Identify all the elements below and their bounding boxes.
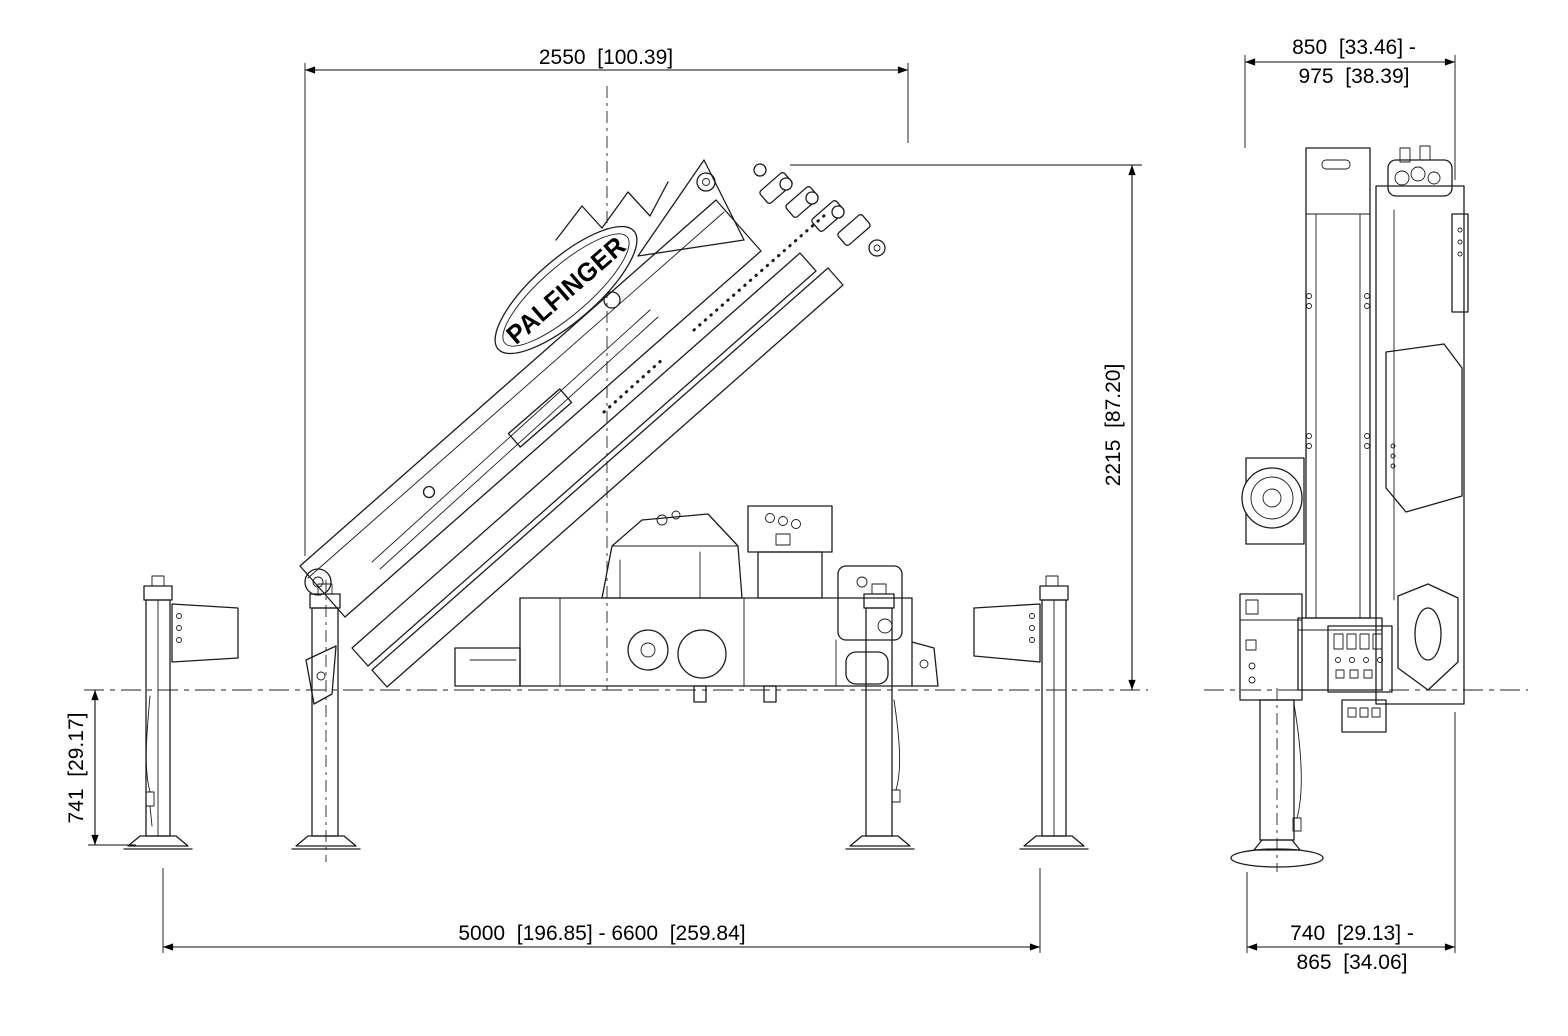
chain-line-2 [602,356,666,414]
boom-sawtooth-edge [555,181,669,241]
rear-boom-stack [1375,145,1469,705]
foot-pad [1023,835,1085,847]
control-box [747,505,833,599]
rear-control-panel [1327,625,1393,733]
foot-pad [127,835,189,847]
column-housing [601,513,743,599]
stabilizer-leg-inner-right [845,583,915,850]
dim-outrigger-span: 5000 [196.85] - 6600 [259.84] [162,868,1041,953]
slew-bearing [627,629,669,671]
hex-plate [1397,583,1459,691]
dim-boom-horizontal: 2550 [100.39] [304,46,909,556]
side-plate [1451,213,1469,313]
boom-assembly [299,159,886,705]
logo-inner-ellipse [502,233,630,347]
logo-outer-ellipse [494,225,638,355]
dim-label-rear-width-bottom-1: 740 [29.13] - [1290,922,1414,945]
dim-label-rear-width-bottom-2: 865 [34.06] [1297,951,1408,974]
extension-boom-1 [351,252,817,667]
oil-tank [845,651,889,685]
hose [893,699,901,791]
boom-head-pulleys [753,163,886,257]
crane-base [454,505,939,703]
hex-plate-opening [1414,607,1442,661]
rear-base [1297,617,1383,691]
rear-stabilizer [1230,593,1324,868]
hose [1293,703,1302,819]
dim-rear-width-top: 850 [33.46] - 975 [38.39] [1244,36,1456,180]
extension-boom-2 [371,267,844,688]
hose-reel [1241,457,1305,545]
beam-stub [171,603,239,663]
chain-line [692,212,828,332]
dim-overall-height: 2215 [87.20] [790,164,1142,690]
rear-view [1230,145,1469,868]
gusset-plate [637,159,745,257]
stabilizer-leg-outer-left [123,575,239,850]
dim-label-outrigger-span: 5000 [196.85] - 6600 [259.84] [458,922,745,945]
mid-plate [1385,343,1463,513]
foot-pad [849,835,911,847]
boom-tip-folded [305,645,337,705]
stabilizer-leg-inner-left [291,583,361,850]
dim-label-rear-width-top-2: 975 [38.39] [1299,65,1410,88]
hose [145,695,151,793]
dim-label-overall-height: 2215 [87.20] [1102,364,1125,487]
dim-label-leg-drop: 741 [29.17] [65,713,88,824]
hitch-bracket [911,641,939,687]
palfinger-logo: PALFINGER [494,225,638,355]
dim-rear-width-bottom: 740 [29.13] - 865 [34.06] [1246,712,1456,974]
stabilizer-leg-outer-right [973,575,1089,850]
foot-pad [295,835,357,847]
cylinder-mount [507,388,573,448]
motor-unit [837,565,903,641]
side-view: PALFINGER [123,159,1089,850]
dim-label-rear-width-top-1: 850 [33.46] - [1292,36,1416,59]
lower-panel [1341,699,1387,733]
beam-stub [973,603,1041,663]
rear-column [1297,147,1383,691]
main-boom [299,199,762,618]
dim-leg-drop: 741 [29.17] [65,690,136,846]
centerlines [84,86,1528,872]
dim-label-boom-horizontal: 2550 [100.39] [539,46,673,69]
rear-foot-pad [1230,848,1324,868]
boom-pivot-hole [304,568,332,596]
hook-shackle [868,239,886,257]
